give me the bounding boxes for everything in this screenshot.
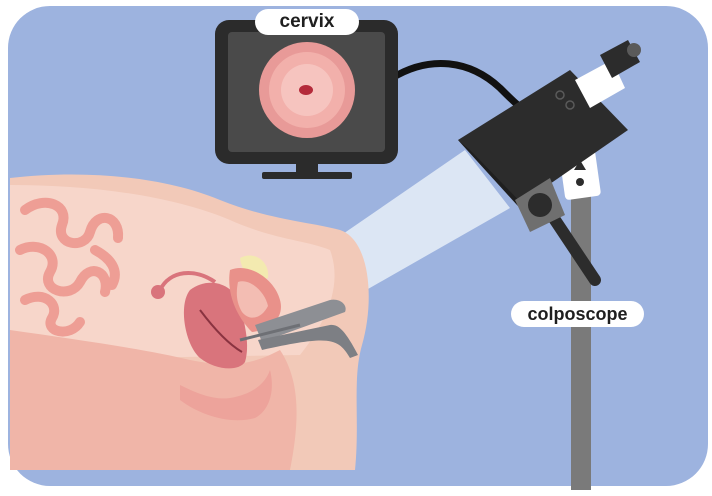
ovary bbox=[151, 285, 165, 299]
monitor-icon bbox=[215, 20, 398, 179]
colposcope-label: colposcope bbox=[511, 301, 644, 327]
monitor-label: cervix bbox=[255, 9, 359, 35]
